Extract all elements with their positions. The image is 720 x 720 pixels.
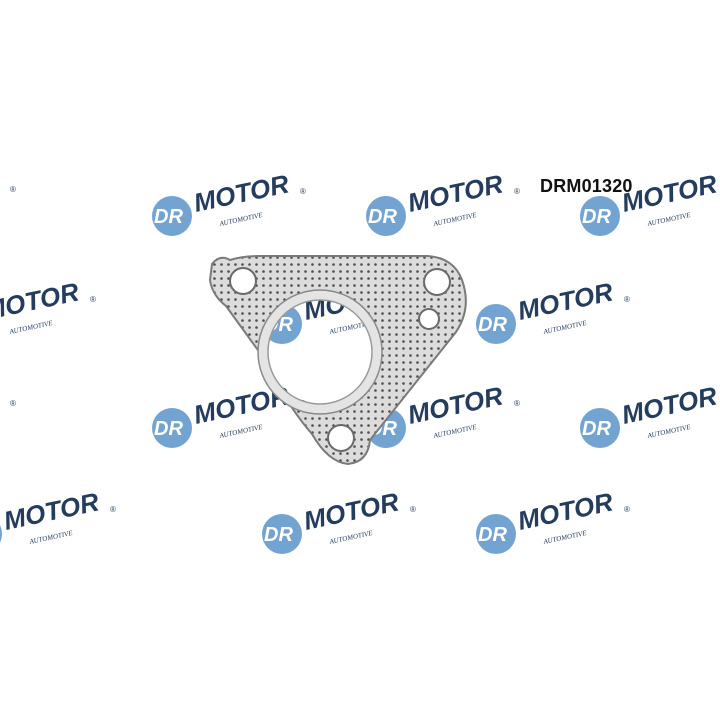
- bolt-hole: [423, 268, 451, 296]
- logo-motor-text: MOTOR: [515, 276, 616, 325]
- logo-dr-text: DR: [582, 418, 611, 440]
- logo-sub-text: AUTOMOTIVE: [328, 529, 374, 546]
- logo-dr-text: DR: [154, 206, 183, 228]
- logo-sub-text: AUTOMOTIVE: [646, 423, 692, 440]
- logo-sub-text: AUTOMOTIVE: [8, 319, 54, 336]
- logo-sub-text: AUTOMOTIVE: [646, 211, 692, 228]
- logo-registered-mark: ®: [514, 187, 520, 196]
- logo-registered-mark: ®: [624, 505, 630, 514]
- brand-watermark: DR MOTOR AUTOMOTIVE ®: [260, 486, 460, 560]
- logo-motor-text: MOTOR: [619, 168, 720, 217]
- bolt-hole: [418, 308, 440, 330]
- logo-registered-mark: ®: [10, 399, 16, 408]
- logo-motor-text: MOTOR: [301, 486, 402, 535]
- logo-registered-mark: ®: [10, 185, 16, 194]
- logo-registered-mark: ®: [410, 505, 416, 514]
- gasket-ring: [258, 290, 382, 414]
- logo-sub-text: AUTOMOTIVE: [432, 211, 478, 228]
- brand-watermark: DR MOTOR AUTOMOTIVE ®: [578, 380, 720, 454]
- brand-watermark: DR MOTOR AUTOMOTIVE ®: [0, 276, 140, 350]
- logo-motor-text: MOTOR: [619, 380, 720, 429]
- logo-registered-mark: ®: [300, 187, 306, 196]
- dr-motor-logo-icon: DR MOTOR AUTOMOTIVE ®: [0, 166, 16, 215]
- logo-motor-text: MOTOR: [1, 486, 102, 535]
- dr-motor-logo-icon: DR MOTOR AUTOMOTIVE ®: [152, 168, 306, 236]
- dr-motor-logo-icon: DR MOTOR AUTOMOTIVE ®: [580, 380, 720, 448]
- logo-sub-text: AUTOMOTIVE: [28, 529, 74, 546]
- gasket-flange: [208, 255, 467, 466]
- logo-registered-mark: ®: [90, 295, 96, 304]
- gasket-photo: [190, 240, 490, 480]
- bolt-hole: [229, 267, 257, 295]
- logo-registered-mark: ®: [514, 399, 520, 408]
- dr-motor-logo-icon: DR MOTOR AUTOMOTIVE ®: [0, 276, 96, 336]
- logo-dr-text: DR: [264, 524, 293, 546]
- gasket-icon: [208, 255, 467, 466]
- dr-motor-logo-icon: DR MOTOR AUTOMOTIVE ®: [0, 486, 116, 546]
- dr-motor-logo-icon: DR MOTOR AUTOMOTIVE ®: [476, 276, 630, 344]
- logo-motor-text: MOTOR: [0, 380, 2, 429]
- logo-registered-mark: ®: [624, 295, 630, 304]
- brand-watermark: DR MOTOR AUTOMOTIVE ®: [0, 380, 60, 454]
- bolt-hole: [327, 424, 355, 452]
- logo-dr-text: DR: [368, 206, 397, 228]
- product-code: DRM01320: [540, 176, 633, 196]
- logo-motor-text: MOTOR: [405, 168, 506, 217]
- brand-watermark: DR MOTOR AUTOMOTIVE ®: [364, 168, 564, 242]
- dr-motor-logo-icon: DR MOTOR AUTOMOTIVE ®: [476, 486, 630, 554]
- brand-watermark: DR MOTOR AUTOMOTIVE ®: [0, 166, 60, 240]
- dr-motor-logo-icon: DR MOTOR AUTOMOTIVE ®: [366, 168, 520, 236]
- logo-sub-text: AUTOMOTIVE: [542, 529, 588, 546]
- dr-motor-logo-icon: DR MOTOR AUTOMOTIVE ®: [262, 486, 416, 554]
- brand-watermark: DR MOTOR AUTOMOTIVE ®: [474, 486, 674, 560]
- dr-motor-logo-icon: DR MOTOR AUTOMOTIVE ®: [0, 380, 16, 429]
- brand-watermark: DR MOTOR AUTOMOTIVE ®: [474, 276, 674, 350]
- brand-watermark: DR MOTOR AUTOMOTIVE ®: [0, 486, 160, 560]
- logo-dr-text: DR: [478, 314, 507, 336]
- logo-motor-text: MOTOR: [515, 486, 616, 535]
- logo-registered-mark: ®: [110, 505, 116, 514]
- logo-dr-text: DR: [478, 524, 507, 546]
- logo-motor-text: MOTOR: [0, 276, 82, 325]
- brand-watermark: DR MOTOR AUTOMOTIVE ®: [150, 168, 350, 242]
- logo-dr-text: DR: [582, 206, 611, 228]
- logo-sub-text: AUTOMOTIVE: [218, 211, 264, 228]
- logo-sub-text: AUTOMOTIVE: [542, 319, 588, 336]
- logo-motor-text: MOTOR: [0, 166, 2, 215]
- logo-motor-text: MOTOR: [191, 168, 292, 217]
- logo-dr-text: DR: [154, 418, 183, 440]
